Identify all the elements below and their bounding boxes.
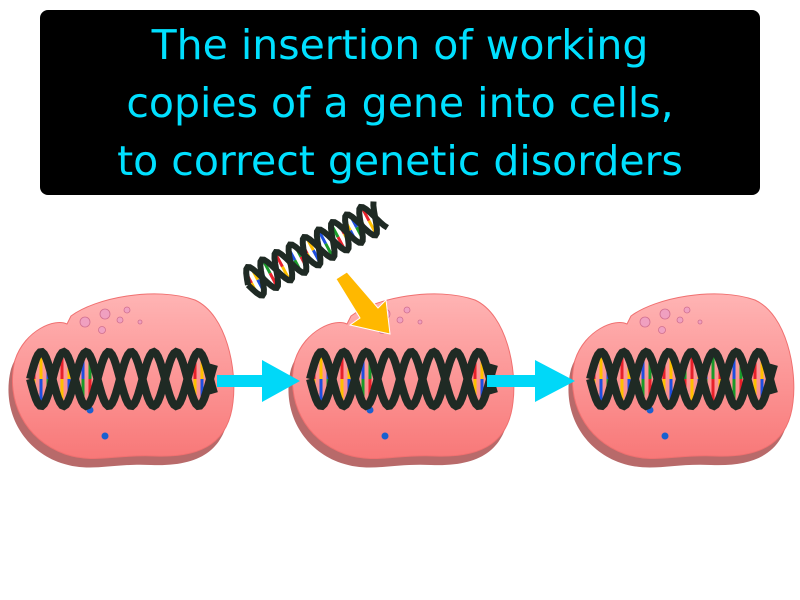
organelle [661,432,669,440]
flow-arrow-2 [487,360,575,402]
dna-strand [586,347,778,411]
organelle [381,432,389,440]
definition-caption: The insertion of working copies of a gen… [40,10,760,195]
chromosome-dna [26,347,218,411]
insertion-arrow [335,271,391,335]
dna-strand [243,203,389,291]
dna-strand [306,347,498,411]
caption-line-3: to correct genetic disorders [117,137,683,185]
dna-strand [245,201,380,299]
working-gene-dna [243,201,389,299]
cell-3 [568,293,795,468]
organelle [101,432,109,440]
vesicles [639,306,703,334]
caption-line-1: The insertion of working [151,21,649,69]
flow-arrow-1 [217,360,300,402]
vesicles [79,306,143,334]
cell-1 [8,293,235,468]
chromosome-dna [586,347,778,411]
cell-2 [288,293,515,468]
chromosome-dna [306,347,498,411]
dna-strand [26,347,218,411]
caption-line-2: copies of a gene into cells, [126,79,674,127]
